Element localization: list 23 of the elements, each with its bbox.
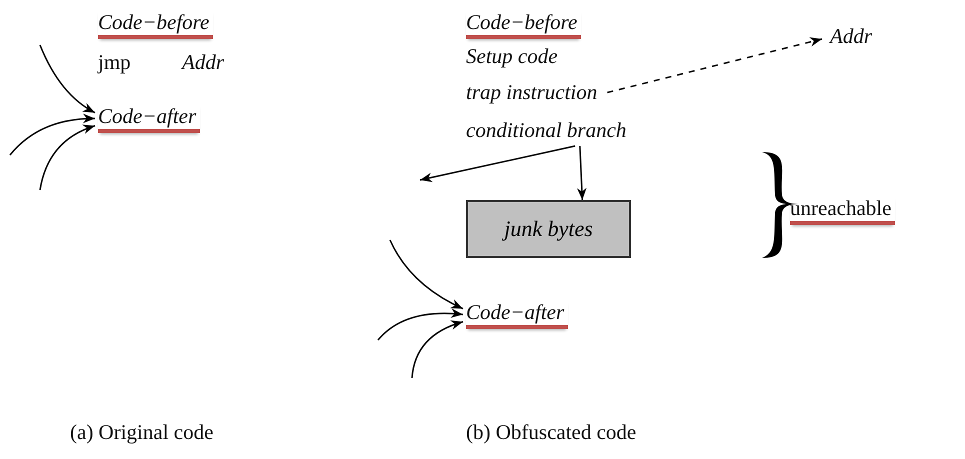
address-text: Addr [182,50,224,75]
arrow [9,114,96,156]
caption: (b) Obfuscated code [466,420,636,445]
code-label: Code−before [466,10,582,39]
arrow [39,44,96,114]
arrow [411,320,464,378]
instruction-text: jmp [98,50,131,75]
arrow [577,146,587,200]
arrow [377,308,464,340]
code-label: Code−after [98,104,200,133]
dashed-arrow [607,37,822,94]
arrow [420,145,576,182]
caption: (a) Original code [70,420,214,445]
unreachable-label: unreachable [790,196,896,225]
instruction-text: conditional branch [466,118,626,143]
junk-bytes-box: junk bytes [466,200,631,258]
code-label: Code−after [466,300,568,329]
instruction-text: Setup code [466,44,558,69]
address-text: Addr [830,24,872,49]
arrow [389,240,464,310]
instruction-text: trap instruction [466,80,598,105]
code-label: Code−before [98,10,214,39]
arrow [39,125,96,190]
